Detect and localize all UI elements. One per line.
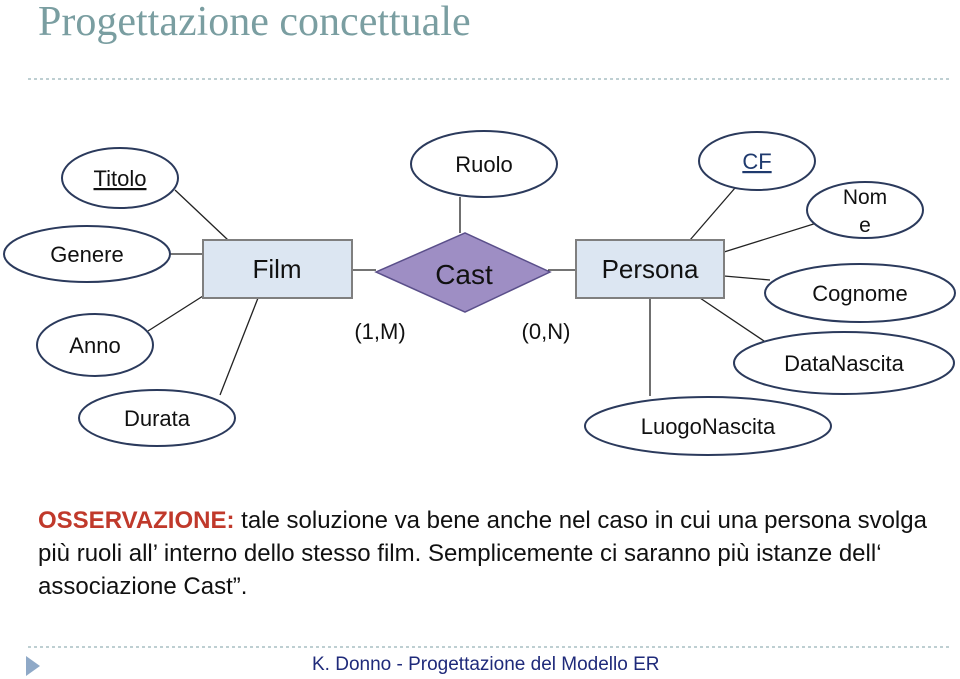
line-cognome-persona	[723, 275, 771, 281]
entity-film[interactable]: Film	[202, 239, 353, 299]
attribute-genere-label: Genere	[50, 242, 123, 267]
attribute-durata-label: Durata	[124, 406, 191, 431]
attribute-datanascita-label: DataNascita	[784, 351, 905, 376]
attribute-ruolo-label: Ruolo	[455, 152, 512, 177]
slide-title: Progettazione concettuale	[38, 0, 471, 45]
line-anno-film	[147, 295, 204, 332]
attribute-cognome-label: Cognome	[812, 281, 907, 306]
entity-film-label: Film	[252, 254, 301, 284]
entity-persona[interactable]: Persona	[575, 239, 725, 299]
observation-note: OSSERVAZIONE: tale soluzione va bene anc…	[38, 504, 938, 603]
line-cf-persona	[689, 187, 736, 241]
cardinality-film: (1,M)	[354, 319, 405, 344]
attribute-ruolo[interactable]: Ruolo	[410, 130, 558, 198]
attribute-luogonascita-label: LuogoNascita	[641, 414, 776, 439]
attribute-cf-label: CF	[742, 149, 771, 174]
attribute-titolo[interactable]: Titolo	[61, 147, 179, 209]
attribute-nome-label-line1: Nom	[843, 186, 887, 209]
relationship-cast[interactable]: Cast	[374, 232, 552, 313]
attribute-nome[interactable]: Nom e	[806, 181, 924, 239]
attribute-datanascita[interactable]: DataNascita	[733, 331, 955, 395]
attribute-cf[interactable]: CF	[698, 131, 816, 191]
line-titolo-film	[174, 189, 229, 241]
attribute-durata[interactable]: Durata	[78, 389, 236, 447]
line-nome-persona	[723, 221, 821, 253]
attribute-titolo-label: Titolo	[94, 166, 147, 191]
line-datanascita-persona	[699, 297, 771, 346]
cardinality-persona: (0,N)	[522, 319, 571, 344]
footer-text: K. Donno - Progettazione del Modello ER	[312, 654, 660, 675]
play-arrow-icon	[26, 656, 40, 676]
attribute-nome-label-line2: e	[859, 214, 871, 237]
attribute-cognome[interactable]: Cognome	[764, 263, 956, 323]
line-durata-film	[219, 297, 259, 396]
attribute-luogonascita[interactable]: LuogoNascita	[584, 396, 832, 456]
attribute-anno-label: Anno	[69, 333, 120, 358]
observation-label: OSSERVAZIONE:	[38, 507, 235, 534]
relationship-cast-label: Cast	[435, 259, 493, 290]
connector-lines	[147, 187, 821, 396]
attribute-genere[interactable]: Genere	[3, 225, 171, 283]
observation-text: tale soluzione va bene anche nel caso in…	[38, 507, 927, 600]
entity-persona-label: Persona	[602, 254, 699, 284]
attribute-anno[interactable]: Anno	[36, 313, 154, 377]
